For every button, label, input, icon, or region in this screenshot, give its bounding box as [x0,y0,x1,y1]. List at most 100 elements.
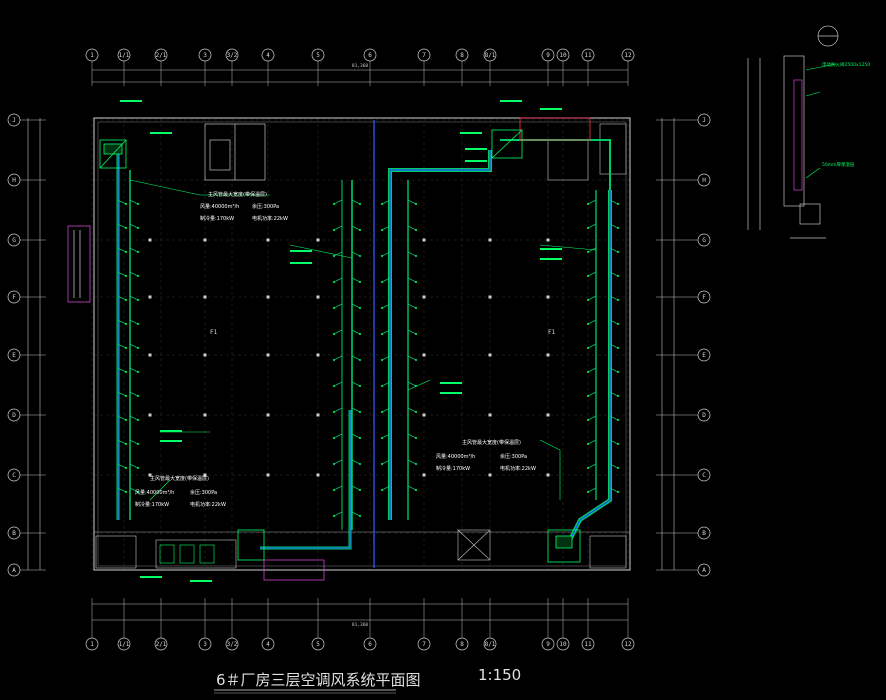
note-ahu-bottom-left-line2: 风量:40000m³/h [135,489,174,496]
diffuser-head [587,419,589,421]
diffuser-head [587,323,589,325]
diffuser [351,199,361,205]
diffuser [587,319,597,325]
diffuser [587,223,597,229]
diffuser-head [359,333,361,335]
duct-label-mark [160,440,182,442]
diffuser-head [415,463,417,465]
column [422,295,426,299]
top-axis-label: 1 [90,52,94,59]
diffuser [117,439,127,445]
diffuser [333,251,343,257]
diffuser-head [137,347,139,349]
diffuser-head [617,443,619,445]
stair-core-top-left [204,123,266,181]
top-axis-label: 8 [460,52,464,59]
diffuser-head [333,281,335,283]
diffuser-head [381,281,383,283]
room-label-left: F1 [210,329,218,336]
diffuser-head [333,307,335,309]
diffuser-head [359,515,361,517]
column [316,295,320,299]
diffuser-head [333,333,335,335]
diffuser [351,485,361,491]
diffuser-head [587,251,589,253]
duct-size-labels [120,100,562,582]
top-axis-label: 7 [422,52,426,59]
diffuser-head [617,395,619,397]
ahu-bottom-left [237,529,325,581]
diffuser [609,463,619,469]
diffuser-head [137,395,139,397]
diffuser [381,459,391,465]
diffuser [587,391,597,397]
column [546,238,550,242]
diffuser-head [415,281,417,283]
diffuser [609,367,619,373]
diffuser-head [333,385,335,387]
left-entrance [67,225,91,303]
diffuser-head [587,299,589,301]
diffuser-head [415,411,417,413]
bottom-left-core [95,535,237,569]
diffuser-head [617,323,619,325]
diffuser-head [617,203,619,205]
diffuser [407,303,417,309]
diffuser-head [333,359,335,361]
diffuser [117,367,127,373]
diffuser-head [125,275,127,277]
diffuser [407,355,417,361]
diffuser [351,277,361,283]
column [546,353,550,357]
diffuser-head [359,307,361,309]
diffuser [587,463,597,469]
column [203,473,207,477]
diffuser-head [137,371,139,373]
top-axis-label: 9 [546,52,550,59]
diffuser-head [617,491,619,493]
right-axis-label: A [702,567,706,574]
diffuser [333,199,343,205]
diffuser-head [333,515,335,517]
duct-label-mark [540,108,562,110]
diffuser-head [381,437,383,439]
diffuser [129,367,139,373]
top-axis-label: 10 [559,52,567,59]
diffuser [117,391,127,397]
top-total-dimension: 81,360 [352,63,369,69]
diffuser-head [381,411,383,413]
diffuser-head [587,203,589,205]
top-axis-label: 6 [368,52,372,59]
column [148,238,152,242]
column [316,413,320,417]
diffuser [407,407,417,413]
diffuser [351,251,361,257]
diffuser-head [381,463,383,465]
column [316,353,320,357]
diffuser [381,407,391,413]
note-ahu-bottom-left-line3: 余压:300Pa [190,489,217,496]
diffuser-head [125,419,127,421]
right-axis-label: D [702,412,706,419]
diffuser-head [415,307,417,309]
building-outline [93,117,631,571]
diffuser [333,277,343,283]
right-axis-label: B [702,530,706,537]
diffuser-head [359,281,361,283]
diffuser-head [333,489,335,491]
diffuser [333,485,343,491]
diffuser-head [587,347,589,349]
diffuser-head [333,437,335,439]
bottom-axis-label: 1/1 [119,641,130,648]
diffuser-head [381,385,383,387]
column [488,238,492,242]
note-ahu-bottom-right-line3: 余压:300Pa [500,453,527,460]
bottom-axis-label: 10 [559,641,567,648]
right-axis-label: F [702,294,706,301]
diffuser [381,303,391,309]
duct-label-mark [290,250,312,252]
diffuser [587,343,597,349]
detail-label-1: 电动防火阀2500x1250 [822,61,870,68]
